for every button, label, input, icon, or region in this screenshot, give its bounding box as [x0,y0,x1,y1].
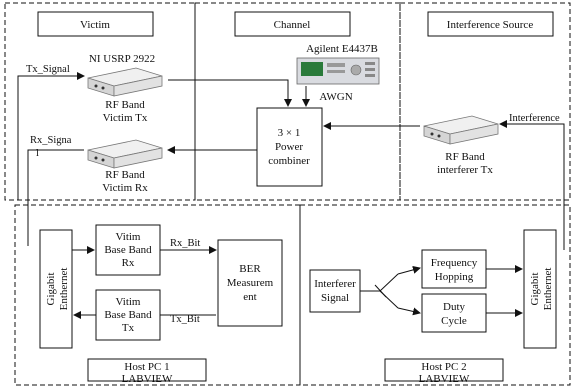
interferer-tx-device-icon [423,115,499,145]
host-pc1-label-box [87,358,207,382]
interference-header-box [427,11,554,37]
baseband-tx-line1: Vitim [115,296,140,308]
combiner-line1: 3 × 1 [278,127,301,139]
frequency-hopping-line2: Hopping [435,271,474,283]
interference-line [499,120,565,250]
interference-label: Interference [509,113,560,124]
host-pc2-label-line2: LABVIEW [419,373,470,385]
baseband-tx-line3: Tx [122,322,135,334]
usrp-label: NI USRP 2922 [89,53,155,65]
victim-rx-line1: RF Band [105,169,145,181]
frequency-hopping-box [421,249,487,289]
interferer-signal-box [309,269,361,313]
duty-cycle-box [421,293,487,333]
interferer-tx-line1: RF Band [445,151,485,163]
rx-signal-line [27,149,84,246]
switch-cross-line [374,284,387,298]
host-pc1-label-line1: Host PC 1 [124,361,169,373]
victim-header: Victim [80,19,110,31]
baseband-rx-line3: Rx [122,257,135,269]
channel-header: Channel [274,19,311,31]
to-duty-cycle-arrow [397,307,421,316]
power-combiner-box [256,107,323,187]
ber-line3: ent [243,291,256,303]
victim-section [4,2,196,201]
host-pc1-label-line2: LABVIEW [122,373,173,385]
rx-signal-label-line2: l [36,148,39,159]
host2-gigabit-box [523,229,557,349]
to-frequency-hopping-arrow [397,265,421,275]
agilent-label: Agilent E4437B [306,43,378,55]
combiner-line2: Power [275,141,303,153]
frequency-hopping-line1: Frequency [431,257,478,269]
switch-upper-line [379,273,399,292]
victim-header-box [37,11,154,37]
victim-tx-device-icon [87,67,163,97]
tx-signal-arrow [17,72,85,200]
baseband-tx-box [95,289,161,341]
baseband-rx-line2: Base Band [104,244,152,256]
interference-section [399,2,571,201]
tx-bit-label: Tx_Bit [170,314,200,325]
host-pc2-label-line1: Host PC 2 [421,361,466,373]
tx-signal-label: Tx_Signal [26,64,70,75]
rx-signal-label-line1: Rx_Signa [30,135,72,146]
victim-tx-line2: Victim Tx [103,112,148,124]
rx-bit-label: Rx_Bit [170,238,200,249]
awgn-label: AWGN [319,91,352,103]
channel-section [194,2,401,201]
interferer-signal-line2: Signal [321,292,349,304]
host2-ethernet-label: Enthernet [542,268,554,311]
host-pc2-label-box [384,358,504,382]
ber-line2: Measurem [227,277,274,289]
interferer-tx-line2: interferer Tx [437,164,493,176]
ber-box [217,239,283,327]
host1-gigabit-label: Gigabit [45,273,57,306]
victim-rx-line2: Victim Rx [102,182,148,194]
host-pc1-section [14,204,301,386]
interference-header: Interference Source [447,19,534,31]
victim-tx-line1: RF Band [105,99,145,111]
interferer-signal-line1: Interferer [314,278,356,290]
ber-line1: BER [239,263,261,275]
baseband-tx-line2: Base Band [104,309,152,321]
baseband-rx-box [95,224,161,276]
host2-gigabit-label: Gigabit [529,273,541,306]
combiner-line3: combiner [268,155,310,167]
baseband-rx-line1: Vitim [115,231,140,243]
victim-tx-to-combiner-arrow [168,79,292,107]
duty-cycle-line1: Duty [443,301,466,313]
host1-gigabit-box [39,229,73,349]
agilent-instrument-icon [296,57,380,85]
victim-rx-device-icon [87,139,163,169]
channel-header-box [234,11,351,37]
host-pc2-section [299,204,571,386]
host1-ethernet-label: Enthernet [58,268,70,311]
duty-cycle-line2: Cycle [441,315,467,327]
